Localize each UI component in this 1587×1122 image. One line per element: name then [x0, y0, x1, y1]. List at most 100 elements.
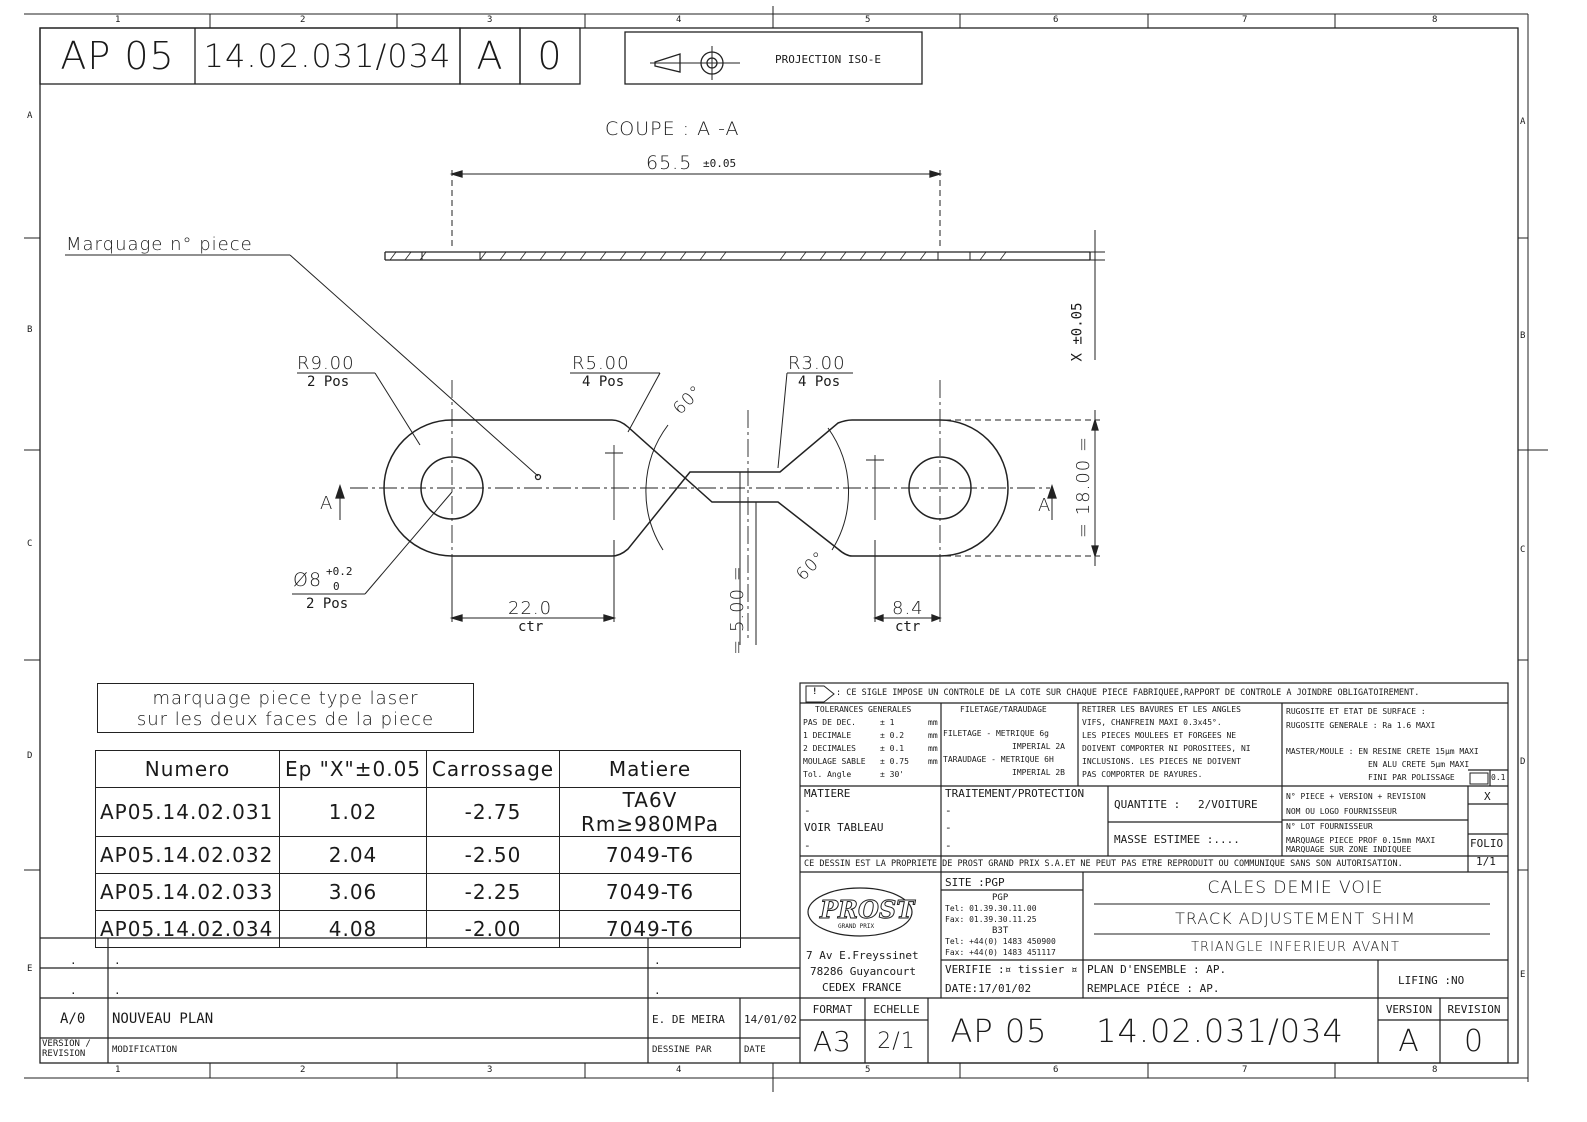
threading-title: FILETAGE/TARAUDAGE: [960, 705, 1047, 714]
laser-note-box: marquage piece type laser sur les deux f…: [97, 683, 474, 733]
table-cell-matiere: 7049-T6: [559, 873, 741, 911]
diameter: Ø8: [293, 569, 323, 591]
approval-date: DATE:17/01/02: [945, 982, 1032, 995]
finish-note-line: INCLUSIONS. LES PIECES NE DOIVENT: [1082, 757, 1241, 766]
material-table: Numero Ep "X"±0.05 Carrossage Matiere AP…: [95, 750, 741, 948]
radius-r9: R9.00: [297, 353, 355, 374]
treatment-label: TRAITEMENT/PROTECTION: [945, 787, 1085, 800]
diameter-pos: 2 Pos: [306, 596, 349, 612]
table-header-row: Numero Ep "X"±0.05 Carrossage Matiere: [95, 750, 741, 788]
grid-col-8-bottom: 8: [1432, 1065, 1438, 1075]
quantity-label: QUANTITE :: [1114, 798, 1181, 811]
finish-note-line: RETIRER LES BAVURES ET LES ANGLES: [1082, 705, 1241, 714]
radius-r5-pos: 4 Pos: [582, 374, 625, 390]
table-row: AP05.14.02.031 1.02 -2.75 TA6V Rm≥980MPa: [95, 787, 741, 837]
footer-revision: 0: [1463, 1024, 1485, 1059]
grid-col-8: 8: [1432, 15, 1438, 25]
roughness-line: EN ALU CRETE 5µm MAXI: [1368, 760, 1470, 769]
table-header-numero: Numero: [95, 750, 280, 788]
dim-length-tol: ±0.05: [703, 157, 737, 170]
label-date: DATE: [744, 1045, 766, 1055]
radius-r9-pos: 2 Pos: [307, 374, 350, 390]
marking-check: X: [1484, 790, 1491, 803]
table-cell-carrossage: -2.50: [426, 836, 560, 874]
roughness-line: MASTER/MOULE : EN RESINE CRETE 15µm MAXI: [1286, 747, 1479, 756]
marking-item: N° PIECE + VERSION + REVISION: [1286, 792, 1426, 801]
marking-item: N° LOT FOURNISSEUR: [1286, 822, 1373, 831]
dim-22-ref: ctr: [518, 619, 544, 635]
company-address-line: CEDEX FRANCE: [822, 981, 902, 994]
tol-value: ± 1: [880, 718, 895, 727]
dim-8-4-ref: ctr: [895, 619, 921, 635]
radius-r5: R5.00: [572, 353, 630, 374]
grid-col-3: 3: [487, 15, 493, 25]
table-row: AP05.14.02.034 4.08 -2.00 7049-T6: [95, 910, 741, 948]
table-header-matiere: Matiere: [559, 750, 741, 788]
table-cell-matiere: 7049-T6: [559, 836, 741, 874]
revision-date: 14/01/02: [744, 1013, 797, 1026]
grid-col-6-bottom: 6: [1053, 1065, 1059, 1075]
revision-label: REVISION: [1447, 1002, 1501, 1016]
header-code: AP 05: [60, 34, 175, 78]
marking-item: NOM OU LOGO FOURNISSEUR: [1286, 807, 1397, 816]
company-logo: PROST: [819, 895, 915, 924]
table-row: AP05.14.02.033 3.06 -2.25 7049-T6: [95, 873, 741, 911]
table-cell-matiere: TA6V Rm≥980MPa: [559, 787, 741, 837]
finish-note-line: LES PIECES MOULEES ET FORGEES NE: [1082, 731, 1237, 740]
table-cell-matiere: 7049-T6: [559, 910, 741, 948]
diameter-tol-upper: +0.2: [326, 565, 353, 578]
tol-unit: mm: [928, 731, 938, 740]
dim-18: = 18.00 =: [1073, 435, 1095, 539]
verified-by: VERIFIE :¤ tissier ¤: [945, 963, 1078, 976]
finish-note-line: VIFS, CHANFREIN MAXI 0.3x45°.: [1082, 718, 1222, 727]
threading-row: IMPERIAL 2A: [1012, 742, 1065, 751]
revision-dot: .: [70, 984, 77, 997]
matiere-value: VOIR TABLEAU: [804, 821, 884, 834]
section-title: COUPE : A -A: [605, 118, 740, 140]
threading-row: IMPERIAL 2B: [1012, 768, 1065, 777]
treatment-dash: -: [945, 839, 952, 852]
title-en: TRACK ADJUSTEMENT SHIM: [1175, 909, 1416, 928]
roughness-line: FINI PAR POLISSAGE: [1368, 773, 1455, 782]
grid-ticks: [24, 6, 1548, 1092]
label-version: VERSION /: [42, 1039, 91, 1049]
site-pgp: PGP: [992, 893, 1009, 903]
revision-dot: .: [654, 954, 661, 967]
grid-col-7-bottom: 7: [1242, 1065, 1248, 1075]
tol-label: 1 DECIMALE: [803, 731, 852, 740]
label-drawn-by: DESSINE PAR: [652, 1045, 712, 1055]
dim-x: X ±0.05: [1069, 302, 1086, 362]
section-mark-left: A: [320, 493, 334, 514]
grid-row-e-right: E: [1520, 970, 1526, 980]
header-revision: 0: [537, 34, 563, 78]
grid-col-2: 2: [300, 15, 306, 25]
tol-unit: mm: [928, 718, 938, 727]
grid-row-d-right: D: [1520, 757, 1526, 767]
radius-r3-pos: 4 Pos: [798, 374, 841, 390]
table-cell-carrossage: -2.00: [426, 910, 560, 948]
grid-row-b: B: [27, 325, 33, 335]
grid-row-c-right: C: [1520, 545, 1526, 555]
scale-value: 2/1: [877, 1029, 916, 1054]
table-cell-numero: AP05.14.02.034: [95, 910, 280, 948]
grid-row-b-right: B: [1520, 331, 1526, 341]
label-revision: REVISION: [42, 1049, 86, 1059]
format-value: A3: [813, 1025, 852, 1058]
grid-col-6: 6: [1053, 15, 1059, 25]
folio-label: FOLIO: [1470, 837, 1504, 850]
dim-5: = 5.00 =: [726, 565, 748, 655]
tol-label: MOULAGE SABLE: [803, 757, 866, 766]
notice-symbol: !: [812, 687, 818, 697]
grid-row-c: C: [27, 539, 33, 549]
roughness-line: RUGOSITE ET ETAT DE SURFACE :: [1286, 707, 1426, 716]
flatness-value: 0.1: [1491, 773, 1506, 782]
tol-unit: mm: [928, 744, 938, 753]
grid-col-3-bottom: 3: [487, 1065, 493, 1075]
grid-row-e: E: [27, 964, 33, 974]
replaces-part: REMPLACE PIÉCE : AP.: [1087, 982, 1220, 995]
grid-col-7: 7: [1242, 15, 1248, 25]
section-mark-right: A: [1038, 495, 1052, 516]
inner-frame: [39, 27, 1519, 1064]
grid-col-4-bottom: 4: [676, 1065, 682, 1075]
